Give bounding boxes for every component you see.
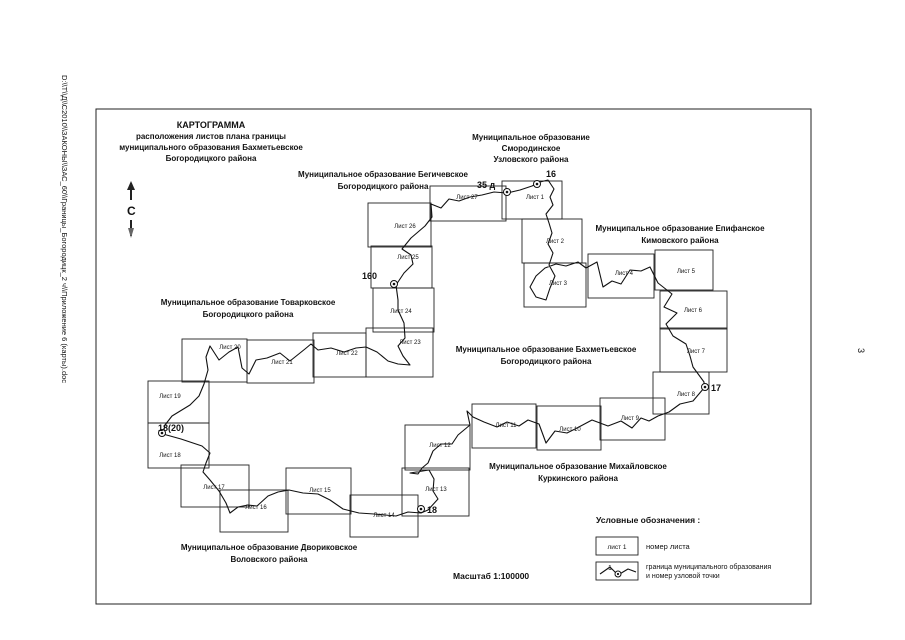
sheet-label-20: Лист 20	[219, 345, 241, 351]
sheet-12	[404, 424, 471, 471]
north-arrow-icon	[127, 181, 135, 238]
sheet-label-10: Лист 10	[559, 427, 581, 433]
sheet-label-21: Лист 21	[271, 360, 293, 366]
legend-sheet-desc: номер листа	[646, 542, 691, 551]
svg-text:КАРТОГРАММА: КАРТОГРАММА	[177, 120, 246, 130]
sheet-13	[401, 467, 470, 517]
sheet-label-15: Лист 15	[309, 488, 331, 494]
node-label-160: 160	[362, 271, 377, 281]
map-scale: Масштаб 1:100000	[453, 571, 529, 581]
sheet-label-19: Лист 19	[159, 394, 181, 400]
sheet-label-22: Лист 22	[336, 351, 358, 357]
svg-text:Муниципальное образование Миха: Муниципальное образование Михайловское	[489, 462, 667, 471]
svg-text:Муниципальное образование Бахм: Муниципальное образование Бахметьевское	[456, 345, 637, 354]
sheet-9	[599, 397, 666, 441]
svg-text:Богородицкого района: Богородицкого района	[501, 357, 592, 366]
sheet-label-24: Лист 24	[390, 309, 412, 315]
region-dvorikovskoe: Муниципальное образование Двориковское В…	[181, 543, 358, 564]
svg-text:Муниципальное образование Беги: Муниципальное образование Бегичевское	[298, 170, 468, 179]
sheet-21	[246, 339, 315, 384]
sheet-label-5: Лист 5	[677, 269, 696, 275]
region-tovarkovskoe: Муниципальное образование Товарковское Б…	[161, 298, 336, 319]
sheet-27	[429, 185, 507, 222]
region-bakhmetevskoe: Муниципальное образование Бахметьевское …	[456, 345, 637, 366]
node-markers	[158, 180, 709, 513]
sheet-label-11: Лист 11	[496, 423, 518, 429]
sheet-label-2: Лист 2	[546, 239, 565, 245]
legend-node-sample: 1	[608, 565, 612, 572]
svg-text:Куркинского района: Куркинского района	[538, 474, 618, 483]
sheet-label-12: Лист 12	[429, 443, 451, 449]
legend-line-desc2: и номер узловой точки	[646, 572, 720, 580]
sheet-label-8: Лист 8	[677, 392, 696, 398]
legend-line-desc1: граница муниципального образования	[646, 563, 771, 571]
sheet-label-17: Лист 17	[203, 485, 225, 491]
node-label-17: 17	[711, 383, 721, 393]
svg-text:Богородицкого района: Богородицкого района	[338, 182, 429, 191]
sheet-10	[536, 405, 602, 451]
sheet-label-18: Лист 18	[159, 453, 181, 459]
legend: Условные обозначения : лист 1 номер лист…	[595, 515, 771, 581]
svg-text:Узловского района: Узловского района	[493, 155, 569, 164]
sheet-label-25: Лист 25	[397, 255, 419, 261]
region-begichevskoe: Муниципальное образование Бегичевское Бо…	[298, 170, 468, 191]
page-number: 3	[856, 348, 866, 353]
node-label-35d: 35 д	[477, 180, 496, 190]
sheet-label-6: Лист 6	[684, 308, 703, 314]
north-label: С	[127, 204, 136, 218]
sheet-16	[219, 489, 289, 533]
legend-sheet-sample-text: лист 1	[607, 544, 626, 551]
sheet-8	[652, 371, 710, 415]
sheet-25	[370, 245, 433, 289]
sheet-label-14: Лист 14	[373, 513, 395, 519]
sheet-6	[659, 290, 728, 330]
legend-title: Условные обозначения :	[596, 515, 700, 525]
svg-text:Муниципальное образование Епиф: Муниципальное образование Епифанское	[595, 224, 765, 233]
sheet-label-9: Лист 9	[621, 416, 640, 422]
sheet-label-3: Лист 3	[549, 281, 568, 287]
svg-text:Богородицкого района: Богородицкого района	[203, 310, 294, 319]
svg-text:расположения листов плана гран: расположения листов плана границы	[136, 132, 286, 141]
svg-text:Муниципальное образование Двор: Муниципальное образование Двориковское	[181, 543, 358, 552]
sheet-label-23: Лист 23	[399, 340, 421, 346]
sheet-19	[147, 380, 210, 424]
svg-text:Богородицкого района: Богородицкого района	[166, 154, 257, 163]
sheet-grid: Лист 1 Лист 2 Лист 3 Лист 4 Лист 5 Лист 6 Лист…	[147, 180, 728, 538]
sheet-11	[471, 403, 537, 449]
sheet-17	[180, 464, 250, 508]
region-smorodinskoe: Муниципальное образование Смородинское У…	[472, 133, 590, 164]
sheet-3	[523, 262, 587, 308]
sheet-label-16: Лист 16	[245, 505, 267, 511]
svg-text:муниципального образования Бах: муниципального образования Бахметьевское	[119, 143, 303, 152]
sheet-23	[365, 327, 434, 378]
node-label-16: 16	[546, 169, 556, 179]
legend-line-sample	[595, 561, 639, 581]
map-frame	[95, 108, 812, 605]
region-epifanskoe: Муниципальное образование Епифанское Ким…	[595, 224, 765, 245]
svg-text:Кимовского района: Кимовского района	[641, 236, 719, 245]
svg-text:Муниципальное образование: Муниципальное образование	[472, 133, 590, 142]
svg-text:Воловского района: Воловского района	[230, 555, 308, 564]
side-file-path: D:\\Т\\Д\\С2010\\ЗАКОНЫ\\ЗАС_60\\Границы…	[60, 75, 69, 383]
sheet-26	[367, 202, 432, 248]
sheet-label-13: Лист 13	[425, 487, 447, 493]
legend-sheet-sample	[595, 536, 639, 556]
svg-text:Смородинское: Смородинское	[502, 144, 561, 153]
sheet-label-26: Лист 26	[394, 224, 416, 230]
sheet-14	[349, 494, 419, 538]
sheet-5	[654, 249, 714, 291]
node-label-18: 18	[427, 505, 437, 515]
sheet-label-1: Лист 1	[526, 195, 545, 201]
svg-text:Муниципальное образование Това: Муниципальное образование Товарковское	[161, 298, 336, 307]
node-label-18-20: 18(20)	[158, 423, 184, 433]
map-title: КАРТОГРАММА расположения листов плана гр…	[119, 120, 303, 163]
sheet-label-4: Лист 4	[615, 271, 634, 277]
sheet-label-7: Лист 7	[687, 349, 706, 355]
boundary-line	[162, 179, 705, 517]
region-mikhailovskoe: Муниципальное образование Михайловское К…	[489, 462, 667, 483]
